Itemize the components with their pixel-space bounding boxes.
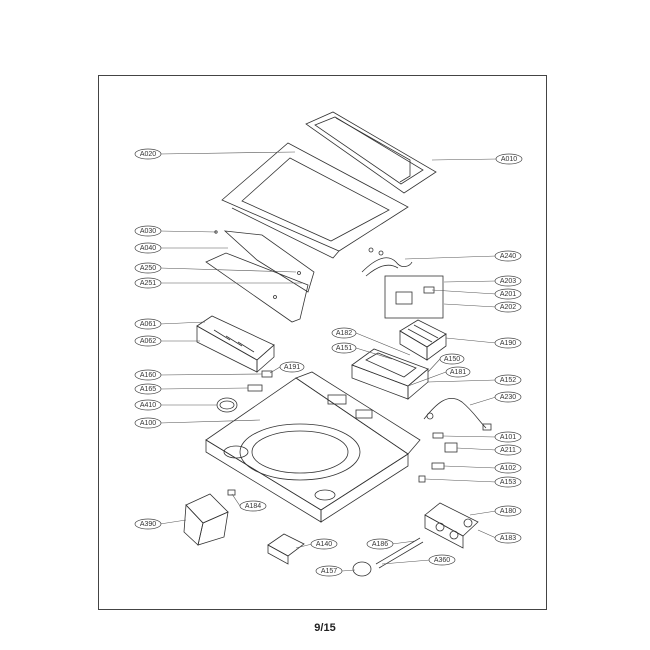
callout-a020 — [134, 148, 162, 160]
label-a186: A186 — [372, 541, 388, 548]
label-a230: A230 — [500, 394, 516, 401]
part-callouts — [134, 148, 523, 577]
leader-lines — [159, 151, 498, 572]
part-a040-control-panel — [205, 230, 315, 323]
label-a201: A201 — [500, 291, 516, 298]
callout-a102 — [494, 462, 522, 474]
part-a230-power-cord — [423, 397, 492, 431]
callout-a180 — [494, 505, 522, 517]
callout-a191 — [279, 361, 305, 373]
callout-a030 — [134, 225, 162, 237]
label-a030: A030 — [140, 228, 156, 235]
label-a150: A150 — [444, 356, 460, 363]
callout-a140 — [310, 538, 338, 550]
callout-a184 — [239, 500, 267, 512]
callout-a165 — [134, 383, 162, 395]
callout-a062 — [134, 335, 162, 347]
callout-a160 — [134, 369, 162, 381]
part-a140-pump — [267, 533, 305, 565]
callout-a101 — [494, 431, 522, 443]
label-a240: A240 — [500, 253, 516, 260]
callout-a250 — [134, 262, 162, 274]
label-a020: A020 — [140, 151, 156, 158]
part-a410-gasket — [216, 397, 238, 413]
label-a182: A182 — [336, 330, 352, 337]
callout-a410 — [134, 399, 162, 411]
page-number: 9/15 — [314, 622, 336, 634]
label-a153: A153 — [500, 479, 516, 486]
label-a180: A180 — [500, 508, 516, 515]
callout-a251 — [134, 277, 162, 289]
callout-a181 — [445, 366, 471, 378]
part-a157-cap — [352, 561, 372, 577]
part-a240-wire-harness — [361, 247, 413, 277]
label-a410: A410 — [140, 402, 156, 409]
callout-a182 — [331, 327, 357, 339]
callout-a151 — [331, 342, 357, 354]
label-a157: A157 — [321, 568, 337, 575]
callout-a010 — [495, 153, 523, 165]
callout-a152 — [494, 374, 522, 386]
callout-a240 — [494, 250, 522, 262]
callout-a061 — [134, 318, 162, 330]
callout-a202 — [494, 301, 522, 313]
callout-a186 — [366, 538, 394, 550]
part-a180-water-valve — [424, 502, 479, 549]
part-a061-dispenser — [196, 315, 275, 373]
callout-a157 — [315, 565, 343, 577]
part-a100-top-panel — [205, 371, 421, 523]
callout-a211 — [494, 444, 522, 456]
label-a010: A010 — [501, 156, 517, 163]
label-a202: A202 — [500, 304, 516, 311]
label-a191: A191 — [284, 364, 300, 371]
label-a040: A040 — [140, 245, 156, 252]
label-a251: A251 — [140, 280, 156, 287]
part-a150-control-box — [351, 348, 429, 400]
label-a360: A360 — [434, 557, 450, 564]
part-a020-lid — [221, 142, 409, 259]
label-a062: A062 — [140, 338, 156, 345]
label-a101: A101 — [500, 434, 516, 441]
label-a250: A250 — [140, 265, 156, 272]
label-a190: A190 — [500, 340, 516, 347]
callout-a183 — [494, 532, 522, 544]
callout-a190 — [494, 337, 522, 349]
callout-a153 — [494, 476, 522, 488]
label-a151: A151 — [336, 345, 352, 352]
callout-a390 — [134, 518, 162, 530]
label-a181: A181 — [450, 369, 466, 376]
callout-a230 — [494, 391, 522, 403]
label-a183: A183 — [500, 535, 516, 542]
label-a160: A160 — [140, 372, 156, 379]
callout-a100 — [134, 417, 162, 429]
label-a152: A152 — [500, 377, 516, 384]
part-a201-sensor-bracket — [384, 275, 444, 319]
part-a101-a211-sensors — [418, 432, 458, 483]
label-a165: A165 — [140, 386, 156, 393]
label-a102: A102 — [500, 465, 516, 472]
diagram-frame — [98, 75, 547, 610]
callout-a150 — [439, 353, 465, 365]
part-a390-lint-box — [183, 489, 236, 546]
label-a211: A211 — [500, 447, 516, 454]
callout-a040 — [134, 242, 162, 254]
callout-a360 — [428, 554, 456, 566]
part-a190-filter — [399, 319, 447, 361]
callout-a203 — [494, 275, 522, 287]
part-a010-top-cover — [305, 111, 437, 194]
label-a390: A390 — [140, 521, 156, 528]
callout-a201 — [494, 288, 522, 300]
label-a203: A203 — [500, 278, 516, 285]
label-a140: A140 — [316, 541, 332, 548]
label-a061: A061 — [140, 321, 156, 328]
label-a100: A100 — [140, 420, 156, 427]
label-a184: A184 — [245, 503, 261, 510]
